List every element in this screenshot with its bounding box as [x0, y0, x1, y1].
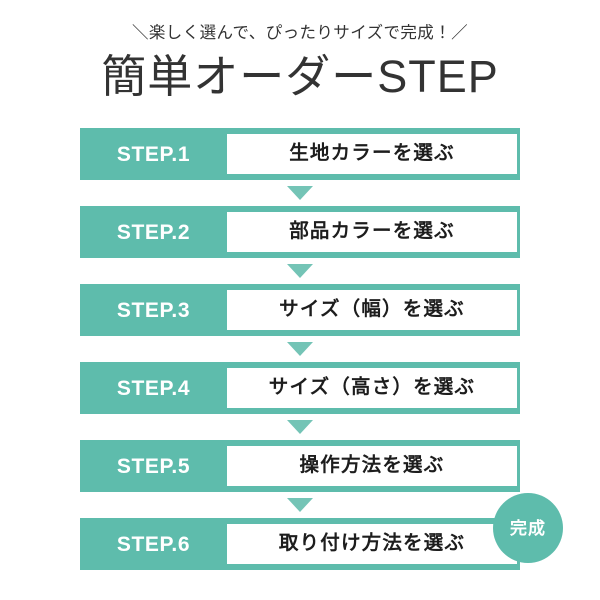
step-number-label: STEP.3: [116, 298, 191, 322]
step-list: STEP.1 生地カラーを選ぶ STEP.2 部品カラーを選ぶ STEP.3 サ…: [80, 128, 520, 570]
step-description-box: 部品カラーを選ぶ: [227, 212, 517, 252]
step-number-label: STEP.6: [116, 532, 191, 556]
header-subtitle: ＼楽しく選んで、ぴったりサイズで完成！／: [131, 24, 469, 42]
chevron-down-icon: [287, 186, 313, 200]
header: ＼楽しく選んで、ぴったりサイズで完成！／ 簡単オーダーSTEP: [0, 0, 600, 103]
chevron-down-icon: [287, 342, 313, 356]
step-connector: [80, 492, 520, 518]
step-connector: [80, 414, 520, 440]
step-row[interactable]: STEP.3 サイズ（幅）を選ぶ: [80, 284, 520, 336]
step-connector: [80, 336, 520, 362]
step-connector: [80, 180, 520, 206]
completion-badge-label: 完成: [510, 518, 546, 538]
step-connector: [80, 258, 520, 284]
step-description-box: サイズ（幅）を選ぶ: [227, 290, 517, 330]
step-description-box: 操作方法を選ぶ: [227, 446, 517, 486]
step-description-box: サイズ（高さ）を選ぶ: [227, 368, 517, 408]
page-title: 簡単オーダーSTEP: [101, 51, 499, 103]
chevron-down-icon: [287, 498, 313, 512]
chevron-down-icon: [287, 420, 313, 434]
step-description-text: 操作方法を選ぶ: [299, 454, 445, 477]
step-description-box: 取り付け方法を選ぶ: [227, 524, 517, 564]
step-row[interactable]: STEP.1 生地カラーを選ぶ: [80, 128, 520, 180]
chevron-down-icon: [287, 264, 313, 278]
step-description-text: サイズ（高さ）を選ぶ: [268, 376, 476, 399]
step-description-text: 部品カラーを選ぶ: [289, 220, 455, 243]
completion-badge: 完成: [493, 493, 563, 563]
step-number-label: STEP.1: [116, 142, 191, 166]
step-number-label: STEP.2: [116, 220, 191, 244]
step-row[interactable]: STEP.2 部品カラーを選ぶ: [80, 206, 520, 258]
step-number-label: STEP.4: [116, 376, 191, 400]
step-description-text: 取り付け方法を選ぶ: [278, 532, 466, 555]
step-description-text: サイズ（幅）を選ぶ: [279, 298, 465, 321]
step-description-text: 生地カラーを選ぶ: [289, 142, 455, 165]
step-row[interactable]: STEP.6 取り付け方法を選ぶ: [80, 518, 520, 570]
step-row[interactable]: STEP.4 サイズ（高さ）を選ぶ: [80, 362, 520, 414]
step-description-box: 生地カラーを選ぶ: [227, 134, 517, 174]
step-number-label: STEP.5: [116, 454, 191, 478]
step-row[interactable]: STEP.5 操作方法を選ぶ: [80, 440, 520, 492]
